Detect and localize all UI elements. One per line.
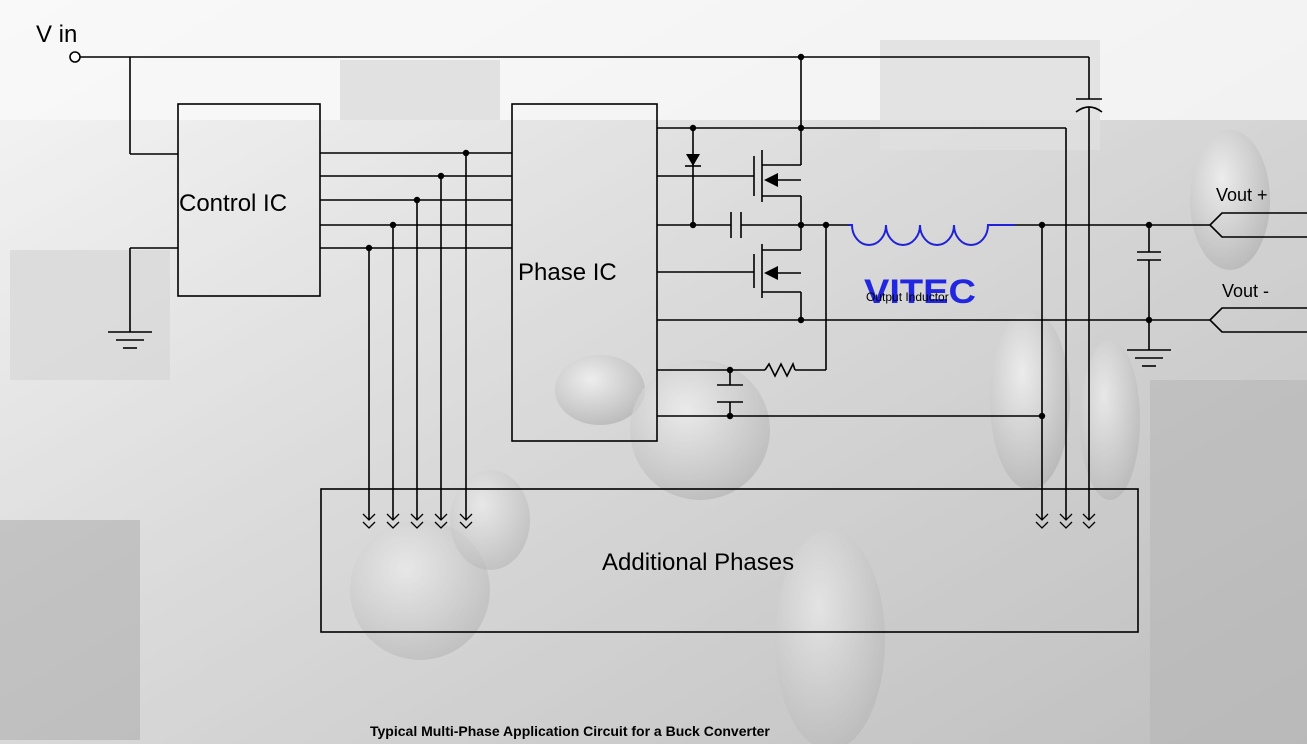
- vout-plus-label: Vout +: [1216, 185, 1268, 205]
- bootstrap-diode: [685, 154, 701, 167]
- sense-resistor: [764, 361, 796, 378]
- ground-symbol-right: [1127, 349, 1171, 367]
- control-ic-box: [177, 103, 321, 297]
- high-side-mosfet: [753, 150, 802, 225]
- input-capacitor: [1075, 98, 1103, 113]
- junction-dots: [365, 53, 1153, 420]
- phase-ic-box: [511, 103, 658, 442]
- additional-phases-box: [320, 488, 1139, 633]
- vin-label: V in: [36, 21, 77, 48]
- additional-phases-label: Additional Phases: [602, 549, 794, 576]
- caption: Typical Multi-Phase Application Circuit …: [370, 723, 770, 739]
- brand-logo: VITEC: [864, 273, 976, 311]
- output-capacitor: [1137, 251, 1161, 261]
- output-inductor-coil: [848, 224, 1015, 246]
- inductor-label: Output Inductor: [866, 290, 949, 304]
- low-side-mosfet: [753, 225, 802, 320]
- control-ic-label: Control IC: [179, 190, 287, 217]
- bootstrap-capacitor: [730, 212, 742, 238]
- vout-minus-label: Vout -: [1222, 281, 1269, 301]
- vout-plus-terminal: [1209, 212, 1307, 238]
- sense-capacitor: [717, 384, 743, 403]
- phase-ic-label: Phase IC: [518, 259, 617, 286]
- vin-terminal: [69, 51, 81, 63]
- ground-symbol-left: [108, 331, 152, 349]
- connector-arrows: [362, 513, 1096, 529]
- vout-minus-terminal: [1209, 307, 1307, 333]
